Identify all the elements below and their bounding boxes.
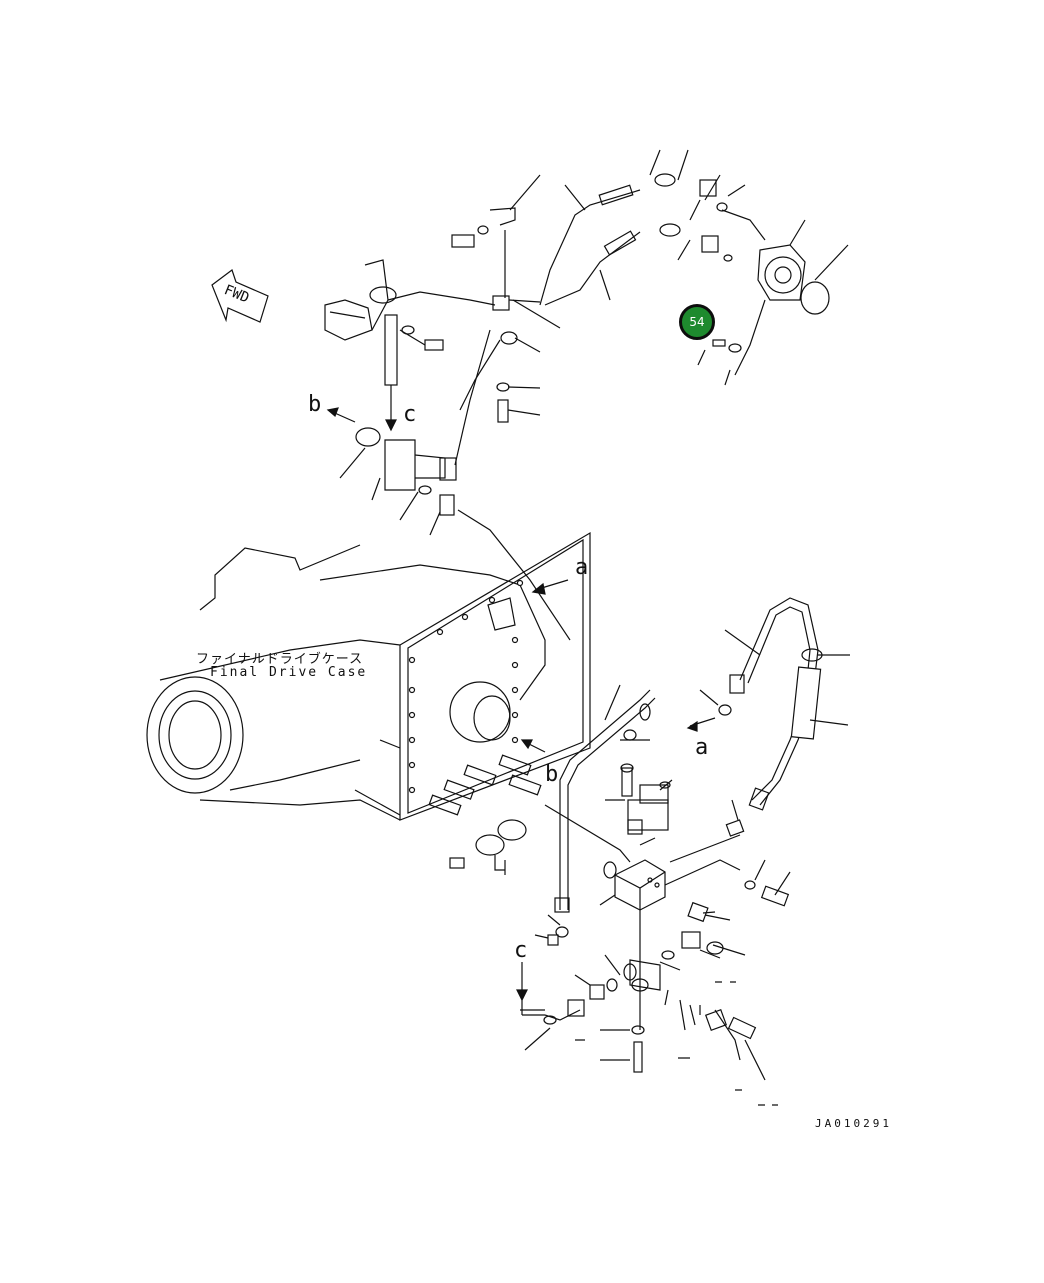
reference-arrow-c-lower xyxy=(516,962,545,1016)
ref-label-b-right: b xyxy=(545,762,559,787)
solenoid-valve xyxy=(605,763,673,846)
valve-block xyxy=(544,804,791,1030)
ref-label-c-bottom: c xyxy=(514,938,528,963)
left-tube-assembly xyxy=(324,259,496,432)
flange-pipe xyxy=(371,329,571,641)
part-callout-54[interactable]: 54 xyxy=(679,304,715,340)
ref-label-a-top: a xyxy=(575,555,589,580)
right-hose xyxy=(686,597,850,837)
reference-arrow-b-right xyxy=(520,739,546,753)
fwd-arrow: FWD xyxy=(211,269,269,323)
pump-unit xyxy=(697,174,849,386)
clamp-assembly xyxy=(451,174,561,423)
upper-hose xyxy=(539,149,701,306)
ref-label-c-top: c xyxy=(403,402,417,427)
bottom-fittings xyxy=(520,901,766,1081)
bolt-holes xyxy=(408,579,524,794)
reference-arrows-upper xyxy=(326,407,381,479)
final-drive-case xyxy=(146,531,591,821)
centre-tube xyxy=(554,684,656,913)
ref-label-a-right: a xyxy=(695,735,709,760)
reference-arrow-a-top xyxy=(531,579,569,595)
part-callout-54-label: 54 xyxy=(689,315,705,329)
case-label-en: Final Drive Case xyxy=(210,665,368,680)
case-label-jp: ファイナルドライブケース xyxy=(196,652,364,667)
case-pins xyxy=(428,754,617,879)
ref-label-b-left: b xyxy=(308,392,322,417)
drawing-number: JA010291 xyxy=(815,1117,892,1130)
leader-dashes xyxy=(575,981,778,1106)
